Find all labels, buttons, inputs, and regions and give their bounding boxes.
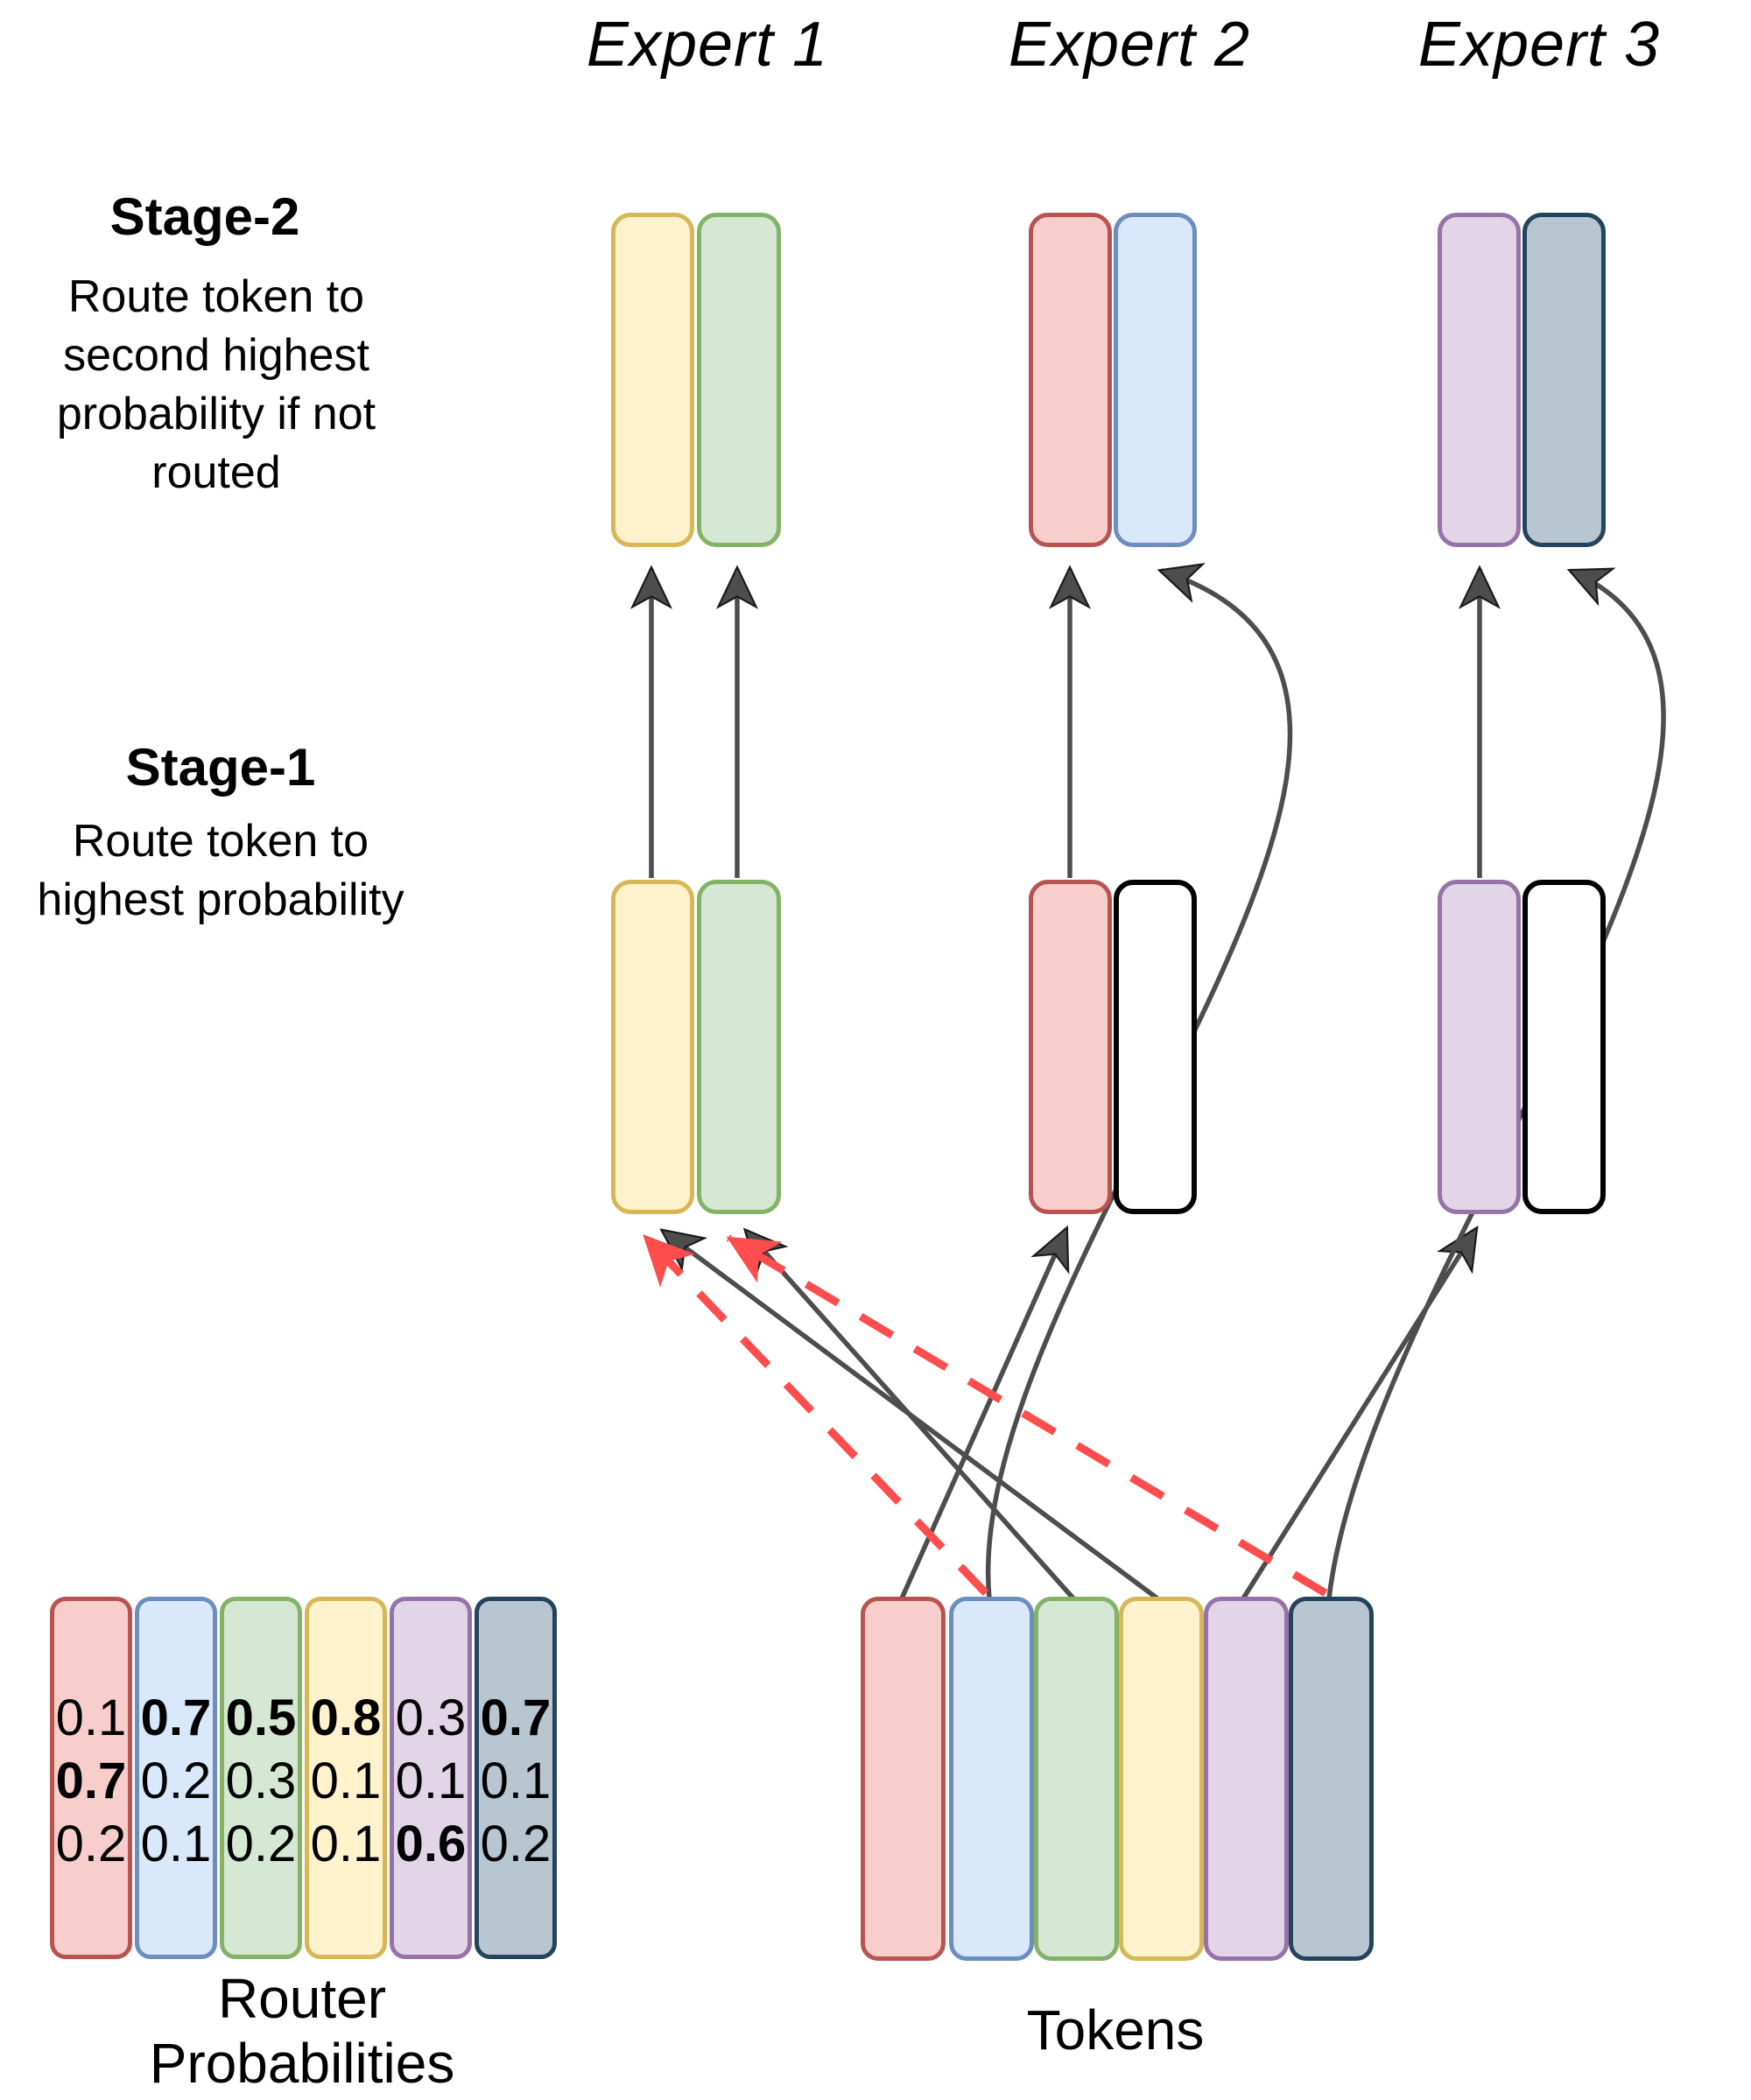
stage2-description: Route token to second highest probabilit… <box>56 271 376 498</box>
router-probabilities-caption: Router Probabilities <box>149 1967 455 2095</box>
router-values-dark: 0.7 0.1 0.2 <box>480 1689 552 1872</box>
router-col-green: 0.5 0.3 0.2 <box>220 1597 302 1959</box>
router-col-dark: 0.7 0.1 0.2 <box>475 1597 557 1959</box>
router-col-purple: 0.3 0.1 0.6 <box>390 1597 472 1959</box>
stage2-title: Stage-2 <box>109 187 300 246</box>
expert2-label: Expert 2 <box>1008 10 1251 80</box>
expert2-stage1-slot2-empty <box>1114 880 1197 1214</box>
router-values-red: 0.1 0.7 0.2 <box>55 1689 127 1872</box>
tokens-caption: Tokens <box>1026 1998 1205 2061</box>
stage1-description: Route token to highest probability <box>37 816 404 925</box>
token-dark <box>1289 1597 1374 1961</box>
router-values-blue: 0.7 0.2 0.1 <box>140 1689 212 1872</box>
router-values-green: 0.5 0.3 0.2 <box>225 1689 297 1872</box>
token-yellow <box>1119 1597 1204 1961</box>
dashed-arrow-dark-token-failed-expert1 <box>726 1234 1328 1597</box>
expert3-stage2-slot2 <box>1522 213 1606 547</box>
router-col-blue: 0.7 0.2 0.1 <box>135 1597 217 1959</box>
expert1-stage2-slot1 <box>611 213 694 547</box>
router-col-yellow: 0.8 0.1 0.1 <box>305 1597 387 1959</box>
expert1-stage1-slot2 <box>697 880 781 1214</box>
router-values-purple: 0.3 0.1 0.6 <box>395 1689 467 1872</box>
expert3-label: Expert 3 <box>1417 10 1661 80</box>
expert2-stage2-slot2 <box>1114 213 1197 547</box>
expert3-stage1-slot2-empty <box>1522 880 1606 1214</box>
expert2-stage2-slot1 <box>1029 213 1112 547</box>
expert3-stage1-slot1 <box>1438 880 1521 1214</box>
expert1-stage2-slot2 <box>697 213 781 547</box>
token-red <box>861 1597 946 1961</box>
token-green <box>1034 1597 1119 1961</box>
expert1-stage1-slot1 <box>611 880 694 1214</box>
token-blue <box>949 1597 1034 1961</box>
expert1-label: Expert 1 <box>586 10 829 80</box>
dashed-arrow-blue-token-failed-expert1 <box>641 1233 989 1597</box>
arrow-red-token-to-expert2 <box>899 1229 1066 1600</box>
router-col-red: 0.1 0.7 0.2 <box>50 1597 132 1959</box>
token-purple <box>1204 1597 1289 1961</box>
router-values-yellow: 0.8 0.1 0.1 <box>310 1689 382 1872</box>
expert3-stage2-slot1 <box>1438 213 1521 547</box>
arrow-purple-token-to-expert3 <box>1241 1229 1476 1600</box>
expert2-stage1-slot1 <box>1029 880 1112 1214</box>
stage1-title: Stage-1 <box>125 738 316 797</box>
arrow-green-token-to-expert1 <box>746 1231 1076 1600</box>
arrow-blue-token-to-expert2-stage2 <box>985 571 1293 1599</box>
